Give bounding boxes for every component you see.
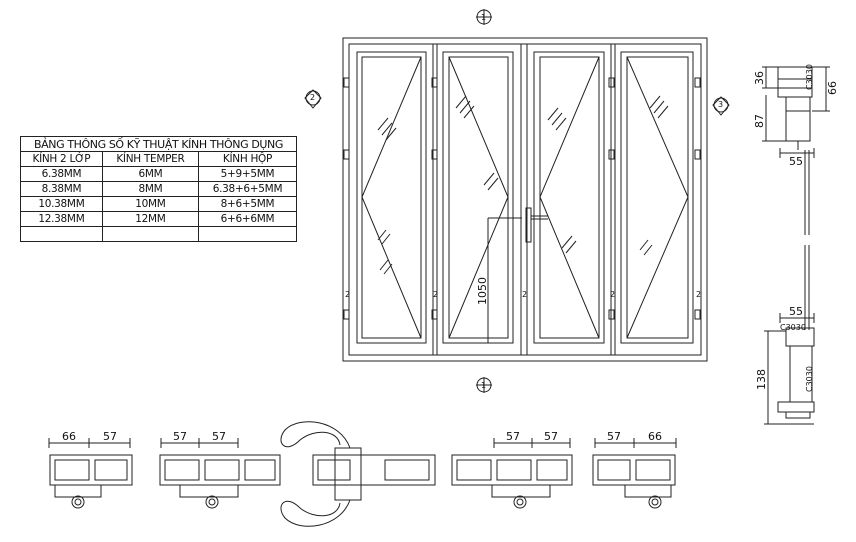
dim-87: 87 <box>753 114 766 128</box>
section-marker-bottom <box>476 377 492 393</box>
plan-section-2 <box>159 438 281 509</box>
section-marker-top <box>476 9 492 25</box>
plan-dim: 66 <box>648 430 662 443</box>
section-marker-right <box>712 96 730 116</box>
plan-dim: 57 <box>506 430 520 443</box>
plan-section-handle <box>280 421 436 527</box>
door-leaf-3 <box>533 51 605 344</box>
spec-cell: 12.38MM <box>20 211 103 227</box>
dim-66-vertical: 66 <box>826 81 839 95</box>
door-leaf-2 <box>379 51 514 344</box>
spec-cell: 6.38+6+5MM <box>197 181 298 197</box>
handle-height-dimension <box>487 217 522 343</box>
glass-spec-table: BẢNG THÔNG SỐ KỸ THUẬT KÍNH THÔNG DỤNG K… <box>20 136 298 242</box>
plan-dim: 57 <box>607 430 621 443</box>
spec-cell <box>101 226 199 242</box>
hinge-mark-label: 2 <box>345 290 350 299</box>
dim-36: 36 <box>753 71 766 85</box>
profile-code: C3030 <box>805 366 814 392</box>
plan-dim: 57 <box>544 430 558 443</box>
section-marker-right-label: 3 <box>718 100 723 109</box>
inner-frame <box>348 43 702 356</box>
section-marker-top-label: 1 <box>481 13 486 22</box>
hinge-mark-label: 2 <box>522 290 527 299</box>
plan-dim: 57 <box>173 430 187 443</box>
plan-dim: 57 <box>103 430 117 443</box>
dim-55-bottom: 55 <box>789 305 803 318</box>
spec-cell <box>197 226 298 242</box>
plan-section-3 <box>451 438 573 509</box>
plan-dim: 57 <box>212 430 226 443</box>
hinge-mark-label: 2 <box>433 290 438 299</box>
door-leaf-4 <box>620 51 694 344</box>
hinge-mark-label: 2 <box>610 290 615 299</box>
spec-cell: 6+6+6MM <box>197 211 298 227</box>
section-marker-bottom-label: 1 <box>481 381 486 390</box>
profile-code: C3030 <box>780 323 806 332</box>
outer-frame <box>342 37 708 362</box>
section-marker-left-label: 2 <box>310 93 315 102</box>
door-elevation <box>342 37 708 362</box>
spec-cell: 8MM <box>101 181 199 197</box>
hinge-mark-label: 2 <box>696 290 701 299</box>
handle-height-label: 1050 <box>476 277 489 305</box>
hinge-marks <box>343 77 701 320</box>
door-handle <box>525 207 548 243</box>
dim-55-top: 55 <box>789 155 803 168</box>
dim-138: 138 <box>755 369 768 390</box>
door-leaf-1 <box>356 51 427 344</box>
section-marker-left <box>304 89 322 109</box>
plan-section-1 <box>48 438 133 509</box>
spec-cell: 8+6+5MM <box>197 196 298 212</box>
vertical-section <box>762 66 830 425</box>
plan-dim: 66 <box>62 430 76 443</box>
plan-section-4 <box>592 438 677 509</box>
profile-code: C3030 <box>805 64 814 90</box>
spec-cell: 6.38MM <box>20 166 103 182</box>
